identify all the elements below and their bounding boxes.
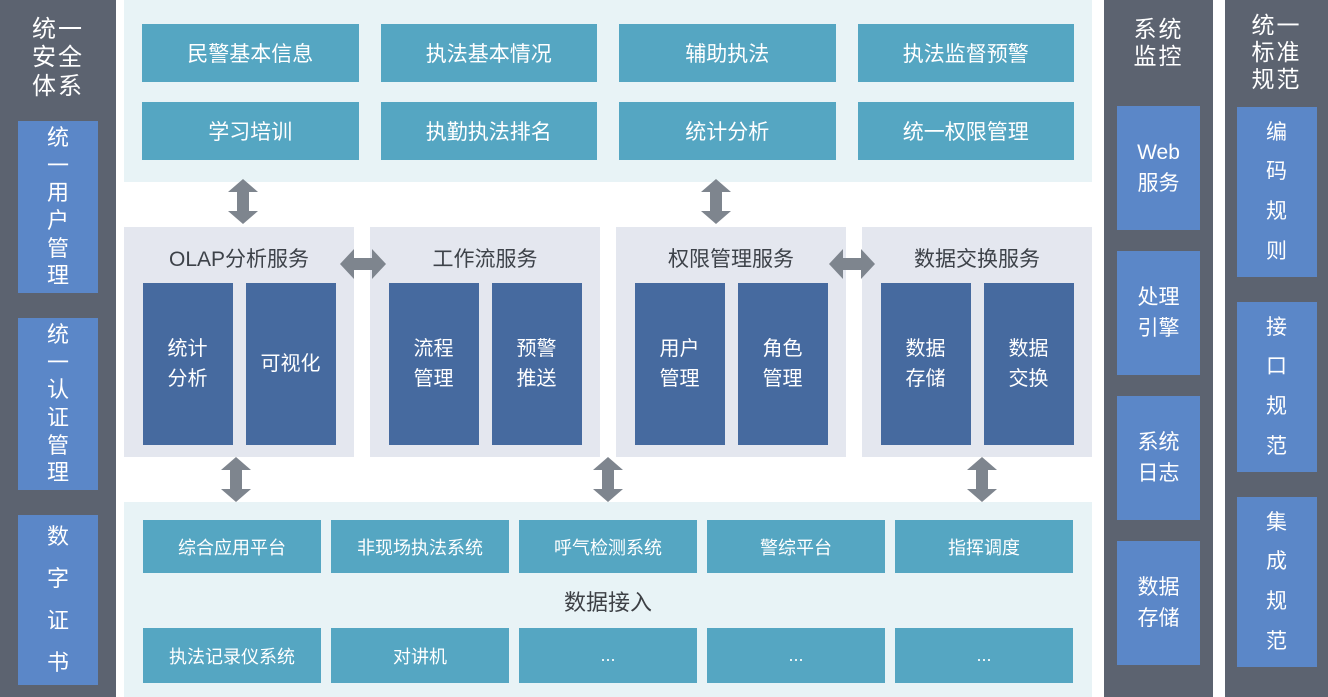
data-access-label: 数据接入 (563, 589, 652, 615)
source-box-ellipsis: ... (519, 628, 697, 683)
access-box-comprehensive-platform: 综合应用平台 (143, 520, 321, 573)
access-box-police-platform: 警综平台 (707, 520, 885, 573)
double-arrow-vertical (967, 457, 997, 502)
service-group-olap: OLAP分析服务 统计 分析 可视化 (124, 227, 354, 457)
double-arrow-vertical (593, 457, 623, 502)
service-box-visualization: 可视化 (245, 283, 336, 445)
services-row: OLAP分析服务 统计 分析 可视化 工作流服务 流程 管理 预警 推送 权限管… (124, 227, 1092, 457)
system-monitoring-column: 系统 监控 Web 服务 处理 引擎 系统 日志 数据 存储 (1104, 0, 1213, 697)
access-source-row: 执法记录仪系统 对讲机 ... ... ... (143, 628, 1073, 683)
service-box-warning-push: 预警 推送 (491, 283, 582, 445)
unified-security-column: 统一 安全 体系 统 一 用 户 管 理 统 一 认 证 管 理 数 字 证 书 (0, 0, 116, 697)
security-box-digital-certificate: 数 字 证 书 (18, 514, 98, 685)
service-box-data-exchange: 数据 交换 (983, 283, 1074, 445)
service-group-workflow: 工作流服务 流程 管理 预警 推送 (370, 227, 600, 457)
service-group-title: 工作流服务 (432, 248, 538, 271)
double-arrow-vertical (701, 179, 731, 224)
monitoring-box-processing-engine: 处理 引擎 (1117, 251, 1200, 376)
source-box-ellipsis: ... (707, 628, 885, 683)
access-box-breath-test-system: 呼气检测系统 (519, 520, 697, 573)
service-box-process-management: 流程 管理 (388, 283, 479, 445)
source-box-body-camera-system: 执法记录仪系统 (143, 628, 321, 683)
monitoring-column-title: 系统 监控 (1133, 16, 1184, 70)
source-box-ellipsis: ... (895, 628, 1073, 683)
diagram-main-area: 民警基本信息 执法基本情况 辅助执法 执法监督预警 学习培训 执勤执法排名 统计… (124, 0, 1092, 697)
standards-column-title: 统一 标准 规范 (1251, 12, 1302, 93)
security-box-auth-management: 统 一 认 证 管 理 (18, 317, 98, 490)
access-platform-row: 综合应用平台 非现场执法系统 呼气检测系统 警综平台 指挥调度 (143, 520, 1073, 573)
security-column-title: 统一 安全 体系 (32, 16, 84, 100)
service-group-data-exchange: 数据交换服务 数据 存储 数据 交换 (862, 227, 1092, 457)
app-box-supervision-warning: 执法监督预警 (857, 24, 1074, 82)
double-arrow-vertical (221, 457, 251, 502)
app-box-permission-management: 统一权限管理 (857, 102, 1074, 160)
service-box-statistics-analysis: 统计 分析 (142, 283, 233, 445)
service-box-user-management: 用户 管理 (634, 283, 725, 445)
service-group-permission: 权限管理服务 用户 管理 角色 管理 (616, 227, 846, 457)
service-box-data-storage: 数据 存储 (880, 283, 971, 445)
double-arrow-horizontal (829, 249, 875, 279)
service-group-title: OLAP分析服务 (168, 248, 310, 271)
app-box-enforcement-status: 执法基本情况 (380, 24, 597, 82)
access-box-command-dispatch: 指挥调度 (895, 520, 1073, 573)
app-box-learning-training: 学习培训 (142, 102, 359, 160)
monitoring-box-system-log: 系统 日志 (1117, 396, 1200, 521)
double-arrow-horizontal (340, 249, 386, 279)
app-box-duty-ranking: 执勤执法排名 (380, 102, 597, 160)
source-box-walkie-talkie: 对讲机 (331, 628, 509, 683)
app-box-police-basic-info: 民警基本信息 (142, 24, 359, 82)
service-group-title: 数据交换服务 (914, 248, 1040, 271)
service-box-role-management: 角色 管理 (737, 283, 828, 445)
data-access-panel: 综合应用平台 非现场执法系统 呼气检测系统 警综平台 指挥调度 数据接入 执法记… (124, 502, 1092, 697)
standards-box-integration-spec: 集 成 规 范 (1236, 497, 1317, 668)
service-group-title: 权限管理服务 (668, 248, 794, 271)
unified-standards-column: 统一 标准 规范 编 码 规 则 接 口 规 范 集 成 规 范 (1225, 0, 1328, 697)
double-arrow-vertical (228, 179, 258, 224)
app-box-statistics-analysis: 统计分析 (619, 102, 836, 160)
standards-box-coding-rules: 编 码 规 则 (1236, 107, 1317, 278)
application-modules-panel: 民警基本信息 执法基本情况 辅助执法 执法监督预警 学习培训 执勤执法排名 统计… (124, 0, 1092, 182)
monitoring-box-data-storage: 数据 存储 (1117, 541, 1200, 666)
standards-box-interface-spec: 接 口 规 范 (1236, 302, 1317, 473)
monitoring-box-web-service: Web 服务 (1117, 106, 1200, 231)
app-box-assisted-enforcement: 辅助执法 (619, 24, 836, 82)
access-box-offsite-enforcement: 非现场执法系统 (331, 520, 509, 573)
security-box-user-management: 统 一 用 户 管 理 (18, 120, 98, 293)
